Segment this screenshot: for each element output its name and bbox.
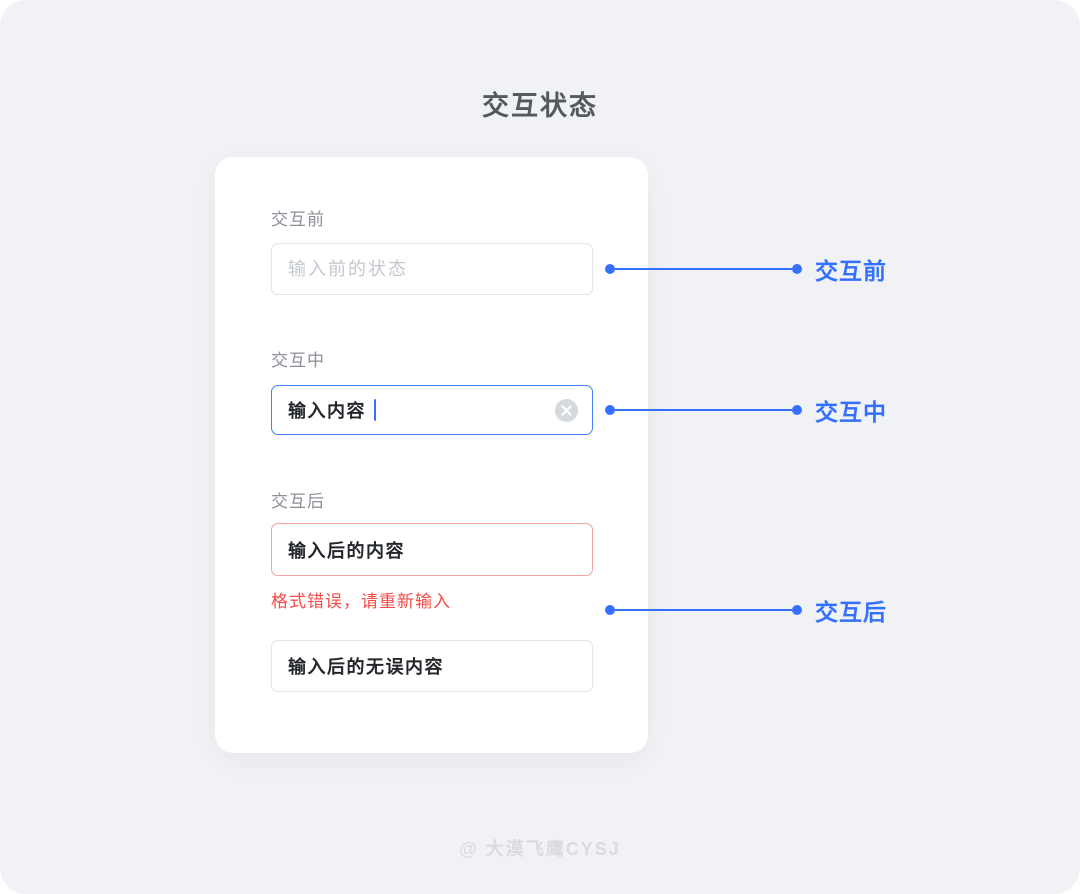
field-label-before: 交互前 xyxy=(271,210,325,229)
callout-dot xyxy=(792,405,802,415)
callout-line xyxy=(615,268,792,270)
callout-line xyxy=(615,409,792,411)
callout-during: 交互中 xyxy=(605,395,887,425)
page-title: 交互状态 xyxy=(482,91,598,121)
callout-before: 交互前 xyxy=(605,254,887,284)
callout-dot xyxy=(792,605,802,615)
text-cursor xyxy=(374,399,376,421)
callout-dot xyxy=(605,405,615,415)
callout-label-before: 交互前 xyxy=(815,258,887,284)
callout-label-after: 交互后 xyxy=(815,599,887,625)
callout-dot xyxy=(792,264,802,274)
input-during-value: 输入内容 xyxy=(288,401,366,421)
callout-dot xyxy=(605,264,615,274)
callout-dot xyxy=(605,605,615,615)
input-after-interaction-error[interactable] xyxy=(271,523,593,576)
input-after-interaction-valid[interactable] xyxy=(271,640,593,692)
watermark: @ 大漠飞鹰CYSJ xyxy=(459,839,621,859)
callout-after: 交互后 xyxy=(605,595,887,625)
error-message: 格式错误，请重新输入 xyxy=(271,592,451,611)
clear-icon[interactable] xyxy=(555,398,578,422)
field-label-after: 交互后 xyxy=(271,492,325,511)
callout-line xyxy=(615,609,792,611)
interaction-states-card: 交互前 交互中 输入内容 交互后 格式错误，请重新输入 xyxy=(215,157,648,753)
callout-label-during: 交互中 xyxy=(815,399,887,425)
field-label-during: 交互中 xyxy=(271,351,325,370)
input-before-interaction[interactable] xyxy=(271,243,593,295)
input-during-interaction[interactable]: 输入内容 xyxy=(271,385,593,435)
